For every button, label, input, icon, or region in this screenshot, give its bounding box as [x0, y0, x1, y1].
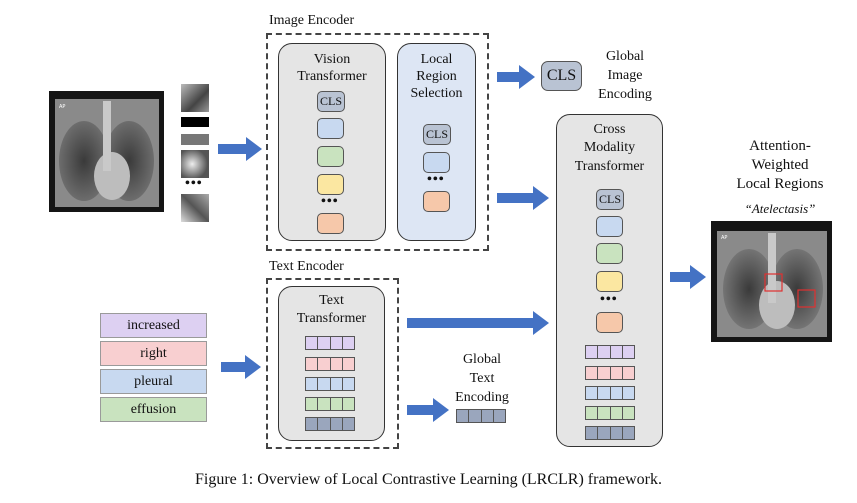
- text-seq-navy: [305, 417, 355, 431]
- global-image-cls-token: CLS: [541, 61, 582, 91]
- vision-transformer-block: [278, 43, 386, 241]
- image-patch-thumbnail: [181, 150, 209, 178]
- global-text-encoding-line2: Text: [469, 371, 495, 386]
- arrow-to-global-text-encoding: [407, 398, 449, 422]
- attention-region-box: [764, 273, 783, 292]
- input-xray-image: AP: [49, 91, 164, 212]
- cross-text-seq-purple: [585, 345, 635, 359]
- attention-region-box: [797, 289, 816, 308]
- vision-cls-token: CLS: [317, 91, 345, 112]
- cross-token-blue: [596, 216, 623, 237]
- cross-modality-title-line1: Cross: [593, 122, 626, 137]
- cross-modality-title-line3: Transformer: [574, 159, 645, 174]
- cross-text-seq-pink: [585, 366, 635, 380]
- global-image-encoding-line2: Image: [607, 68, 643, 83]
- word-token-right: right: [100, 341, 207, 366]
- output-attention-xray: AP: [711, 221, 832, 342]
- global-image-encoding-line1: Global: [605, 49, 645, 64]
- output-title-line1: Attention-: [749, 138, 811, 154]
- output-title-line3: Local Regions: [736, 176, 824, 192]
- arrow-to-output: [670, 265, 706, 289]
- vision-token-yellow: [317, 174, 344, 195]
- lrs-title-line1: Local: [420, 52, 453, 67]
- text-encoder-title: Text Encoder: [269, 259, 344, 274]
- text-seq-purple: [305, 336, 355, 350]
- cross-modality-title-line2: Modality: [583, 140, 636, 155]
- cross-token-green: [596, 243, 623, 264]
- global-text-encoding-line3: Encoding: [455, 390, 509, 405]
- word-token-increased: increased: [100, 313, 207, 338]
- output-title-line2: Weighted: [751, 157, 809, 173]
- lrs-token-ellipsis: •••: [427, 172, 445, 187]
- arrow-to-text-encoder: [221, 355, 261, 379]
- global-image-encoding-line3: Encoding: [598, 87, 652, 102]
- text-seq-pink: [305, 357, 355, 371]
- image-patch-thumbnail: [181, 117, 209, 145]
- text-seq-green: [305, 397, 355, 411]
- text-transformer-title-line1: Text: [319, 293, 344, 308]
- vision-token-blue: [317, 118, 344, 139]
- svg-text:AP: AP: [59, 104, 65, 110]
- cross-token-ellipsis: •••: [600, 292, 618, 307]
- lrs-token-blue: [423, 152, 450, 173]
- vision-token-orange: [317, 213, 344, 234]
- vision-token-green: [317, 146, 344, 167]
- text-transformer-title-line2: Transformer: [296, 311, 367, 326]
- image-patch-thumbnail: [181, 84, 209, 112]
- cross-token-orange: [596, 312, 623, 333]
- svg-text:AP: AP: [721, 235, 727, 241]
- cross-token-yellow: [596, 271, 623, 292]
- global-text-seq: [456, 409, 506, 423]
- cross-text-seq-green: [585, 406, 635, 420]
- lrs-token-orange: [423, 191, 450, 212]
- figure-caption: Figure 1: Overview of Local Contrastive …: [195, 471, 662, 488]
- word-token-effusion: effusion: [100, 397, 207, 422]
- lrs-title-line3: Selection: [410, 86, 463, 101]
- vision-transformer-title-line1: Vision: [313, 52, 351, 67]
- global-text-encoding-line1: Global: [462, 352, 502, 367]
- cross-text-seq-navy: [585, 426, 635, 440]
- image-patch-thumbnail: [181, 194, 209, 222]
- arrow-to-global-image-encoding: [497, 65, 535, 89]
- cross-text-seq-blue: [585, 386, 635, 400]
- output-quote-label: “Atelectasis”: [744, 201, 816, 216]
- image-encoder-box: [266, 33, 489, 251]
- lrs-cls-token: CLS: [423, 124, 451, 145]
- cross-cls-token: CLS: [596, 189, 624, 210]
- image-encoder-title: Image Encoder: [269, 13, 355, 28]
- thumbnail-ellipsis: •••: [185, 176, 203, 191]
- arrow-to-image-encoder: [218, 137, 262, 161]
- vision-transformer-title-line2: Transformer: [297, 69, 367, 84]
- text-seq-blue: [305, 377, 355, 391]
- arrow-image-to-cross-modality: [497, 186, 549, 210]
- vision-token-ellipsis: •••: [321, 194, 339, 209]
- text-encoder-box: [266, 278, 399, 449]
- lrs-title-line2: Region: [416, 69, 457, 84]
- word-token-pleural: pleural: [100, 369, 207, 394]
- arrow-text-to-cross-modality: [407, 311, 549, 335]
